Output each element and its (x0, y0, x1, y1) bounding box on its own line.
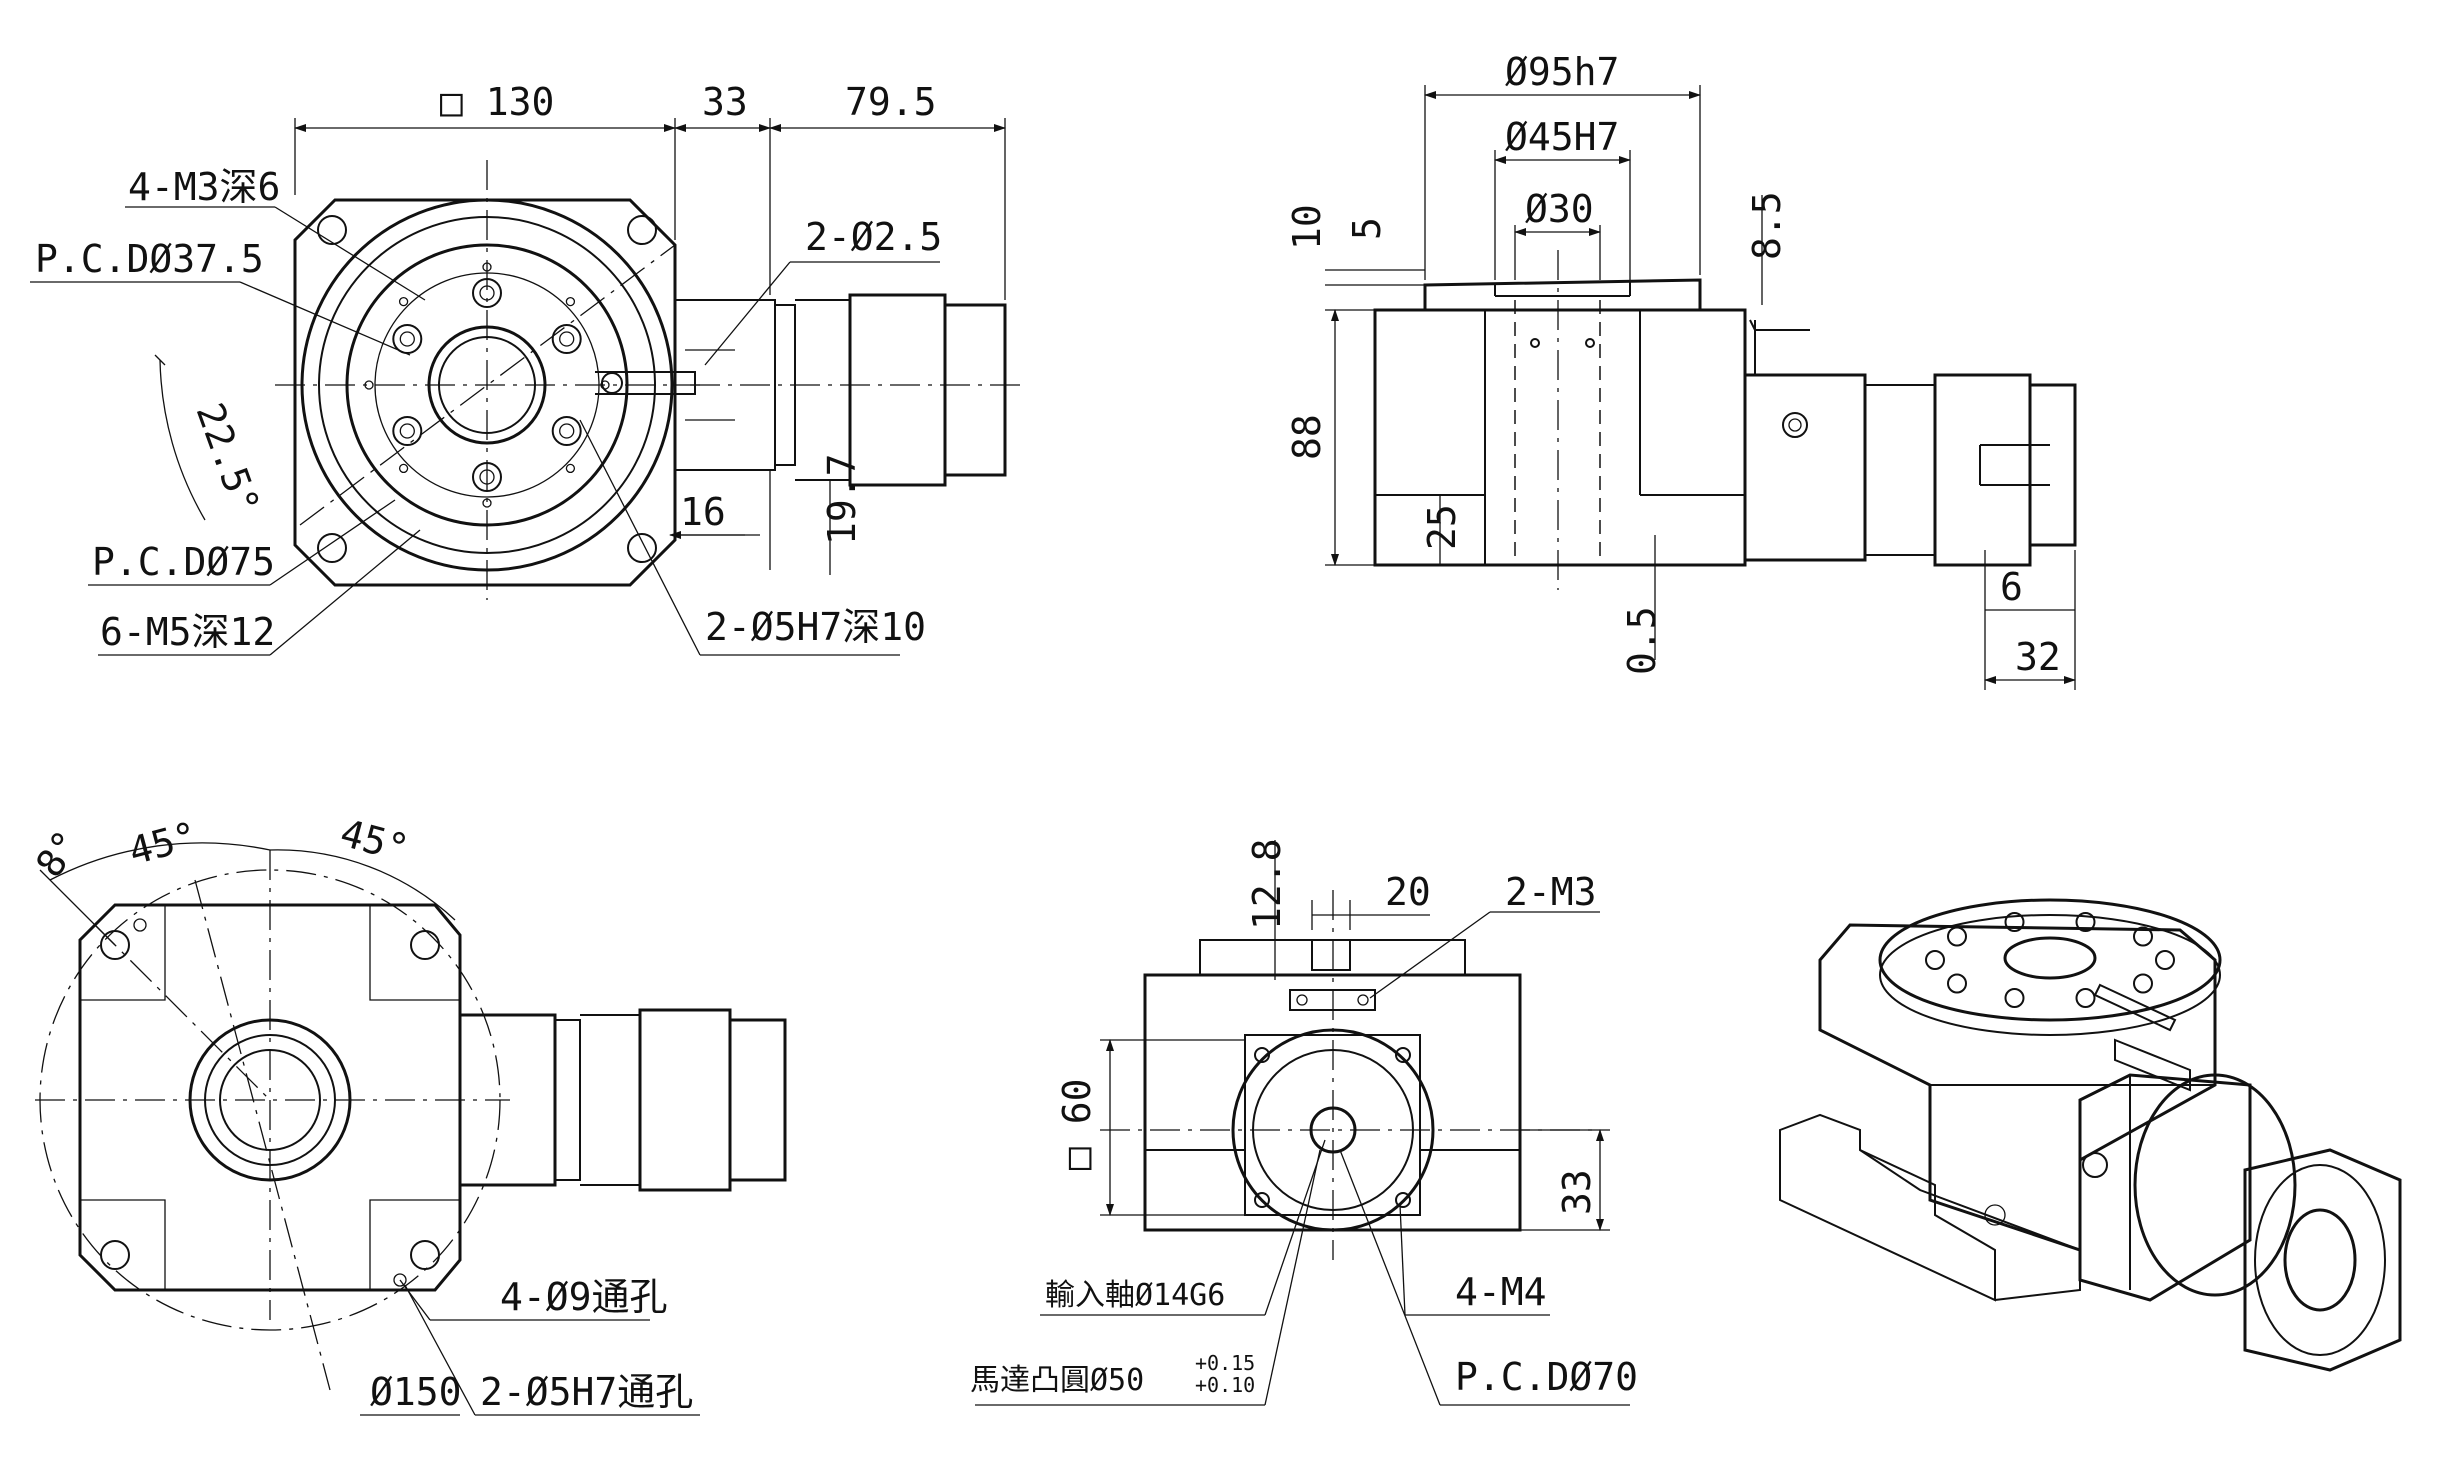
tapped-hole-core (399, 423, 415, 439)
callout-2-phi-5h7: 2-Ø5H7通孔 (480, 1370, 693, 1414)
table-hole (2075, 912, 2096, 932)
dim-10: 10 (1285, 204, 1329, 250)
small-hole (398, 463, 409, 474)
table-hole (2133, 926, 2153, 947)
table-hole (1947, 973, 1967, 994)
callout-2-m3: 2-M3 (1505, 870, 1597, 914)
callout-2-phi-5h7: 2-Ø5H7深10 (705, 605, 926, 649)
tapped-hole-core (559, 331, 575, 347)
angle-45-left: 45° (124, 813, 202, 873)
table-hole (2004, 988, 2025, 1008)
dim-88: 88 (1285, 414, 1329, 460)
dim-12-8: 12.8 (1245, 838, 1289, 930)
angle-8: 8° (27, 822, 89, 885)
dim-square-130: □ 130 (440, 80, 554, 124)
small-hole (565, 296, 576, 307)
callout-6-m5: 6-M5深12 (100, 610, 275, 654)
dim-phi-95h7: Ø95h7 (1505, 50, 1619, 94)
callout-4-m3: 4-M3深6 (128, 165, 280, 209)
angle-45-right: 45° (336, 811, 414, 871)
dim-19-7: 19.7 (820, 453, 864, 545)
callout-pcd-37-5: P.C.DØ37.5 (35, 237, 264, 281)
tapped-hole-m5 (392, 324, 423, 354)
dim-20: 20 (1385, 870, 1431, 914)
table-hole (1947, 926, 1967, 947)
callout-4-m4: 4-M4 (1455, 1270, 1547, 1314)
table-hole (2004, 912, 2025, 932)
dim-25: 25 (1420, 504, 1464, 550)
callout-input-shaft: 輸入軸Ø14G6 (1045, 1278, 1225, 1313)
bottom-view: 8° 45° 45° 4-Ø9通孔 Ø150 2-Ø5H7通孔 (27, 811, 787, 1416)
callout-pcd-70: P.C.DØ70 (1455, 1355, 1638, 1399)
table-hole (1925, 950, 1945, 970)
callout-pcd-75: P.C.DØ75 (92, 540, 275, 584)
table-hole (2133, 973, 2153, 994)
small-hole (565, 463, 576, 474)
dim-32: 32 (2015, 635, 2061, 679)
isometric-view (1779, 898, 2402, 1372)
dim-79-5: 79.5 (845, 80, 937, 124)
tolerance-lower: +0.10 (1195, 1373, 1255, 1397)
callout-motor-boss: 馬達凸圓Ø50 (970, 1363, 1144, 1398)
dim-16: 16 (680, 490, 726, 534)
tapped-hole-m5 (551, 416, 582, 446)
tapped-hole-m5 (392, 416, 423, 446)
dim-6: 6 (2000, 565, 2023, 609)
table-hole (2075, 988, 2096, 1008)
dim-phi-45h7: Ø45H7 (1505, 115, 1619, 159)
dim-8-5: 8.5 (1745, 191, 1789, 260)
dim-0-5: 0.5 (1620, 606, 1664, 675)
callout-phi-150: Ø150 (370, 1370, 462, 1414)
tapped-hole-m5 (551, 324, 582, 354)
dim-phi-30: Ø30 (1525, 187, 1594, 231)
dim-33: 33 (1555, 1169, 1599, 1215)
tapped-hole-core (399, 331, 415, 347)
tapped-hole-core (559, 423, 575, 439)
table-hole (2155, 950, 2175, 970)
callout-2-phi-2-5: 2-Ø2.5 (805, 215, 942, 259)
angle-22-5: 22.5° (188, 397, 268, 520)
side-view: Ø95h7 Ø45H7 Ø30 10 5 88 25 8.5 0.5 6 32 (1285, 50, 2077, 690)
dim-33: 33 (702, 80, 748, 124)
dim-square-60: □ 60 (1055, 1078, 1099, 1170)
tolerance-upper: +0.15 (1195, 1351, 1255, 1375)
end-view: 12.8 20 2-M3 □ 60 33 輸入軸Ø14G6 馬達凸圓Ø50 +0… (970, 838, 1638, 1406)
callout-4-phi-9: 4-Ø9通孔 (500, 1275, 668, 1319)
dim-5: 5 (1345, 217, 1389, 240)
top-view: □ 130 33 79.5 4-M3深6 P.C.DØ37.5 22.5° P.… (30, 80, 1020, 656)
small-hole (398, 296, 409, 307)
